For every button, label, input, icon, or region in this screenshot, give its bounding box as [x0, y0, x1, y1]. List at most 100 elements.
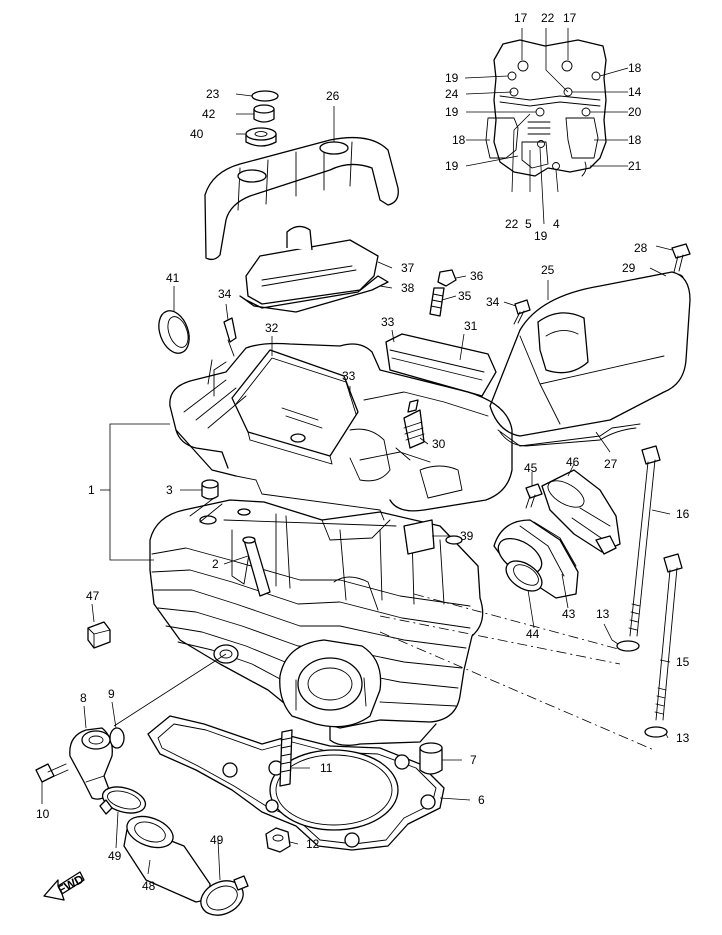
callout-19: 19 — [445, 159, 459, 173]
washer-stack — [245, 90, 279, 147]
callout-44: 44 — [526, 627, 540, 641]
callout-15: 15 — [676, 655, 690, 669]
cylinder-head-top — [169, 342, 513, 521]
o-ring-9 — [109, 727, 125, 749]
callout-2: 2 — [212, 557, 219, 571]
callout-20: 20 — [628, 105, 642, 119]
callout-48: 48 — [142, 879, 156, 893]
seal-ring — [158, 310, 190, 354]
callout-27: 27 — [604, 457, 618, 471]
insulator-44 — [505, 560, 543, 592]
callout-41: 41 — [166, 271, 180, 285]
callout-37: 37 — [401, 261, 415, 275]
callout-8: 8 — [80, 691, 87, 705]
cylinder-head-body — [149, 497, 484, 746]
callout-38: 38 — [401, 281, 415, 295]
dowel-7 — [419, 742, 443, 775]
callout-5: 5 — [525, 217, 532, 231]
callout-13: 13 — [676, 731, 690, 745]
callout-35: 35 — [458, 289, 472, 303]
clamp-49-upper — [99, 786, 147, 815]
callout-17: 17 — [514, 11, 528, 25]
dowel-3 — [201, 479, 219, 500]
bolt-34-right — [513, 299, 531, 325]
clamp-49-lower — [200, 875, 249, 916]
callout-18: 18 — [628, 61, 642, 75]
callout-13: 13 — [596, 607, 610, 621]
callout-26: 26 — [326, 89, 340, 103]
callout-36: 36 — [470, 269, 484, 283]
callout-11: 11 — [320, 761, 333, 775]
callout-19: 19 — [534, 229, 548, 243]
callout-1: 1 — [88, 483, 95, 497]
fwd-arrow: FWD — [43, 871, 86, 901]
callout-19: 19 — [445, 71, 459, 85]
bolt-16 — [628, 445, 661, 637]
block-47 — [87, 621, 111, 649]
callout-23: 23 — [206, 87, 220, 101]
bracket-1 — [109, 423, 170, 561]
callout-25: 25 — [541, 263, 555, 277]
nut-36 — [437, 269, 457, 287]
callout-42: 42 — [202, 107, 216, 121]
alignment-line-lower — [379, 631, 655, 751]
callout-14: 14 — [628, 85, 642, 99]
hose-48 — [123, 815, 211, 903]
callout-31: 31 — [464, 319, 478, 333]
callout-33: 33 — [381, 315, 395, 329]
breather-cover — [239, 225, 389, 313]
rocker-box-32 — [231, 349, 359, 465]
callout-33: 33 — [342, 369, 356, 383]
intake-pipe — [493, 469, 621, 599]
callout-18: 18 — [628, 133, 642, 147]
stud-11 — [279, 729, 293, 787]
right-head-cover — [489, 271, 691, 447]
gasket-27 — [499, 427, 637, 447]
alignment-line-mid — [413, 593, 623, 651]
callout-16: 16 — [676, 507, 690, 521]
cover-plate-31 — [385, 333, 497, 397]
callout-45: 45 — [524, 461, 538, 475]
callout-18: 18 — [452, 133, 466, 147]
alignment-line-upper — [379, 615, 621, 665]
callout-40: 40 — [190, 127, 204, 141]
spark-plug — [395, 399, 425, 461]
callout-30: 30 — [432, 437, 446, 451]
leader-lines — [41, 28, 673, 881]
top-shroud — [204, 136, 399, 261]
bolt-45 — [525, 483, 543, 509]
callout-34: 34 — [486, 295, 500, 309]
callout-43: 43 — [562, 607, 576, 621]
callout-21: 21 — [628, 159, 642, 173]
callout-34: 34 — [218, 287, 232, 301]
callout-3: 3 — [166, 483, 173, 497]
head-gasket — [147, 715, 445, 851]
bolt-28 — [671, 243, 691, 273]
callout-9: 9 — [108, 687, 115, 701]
bolt-15 — [654, 553, 683, 721]
stud-35 — [429, 287, 445, 317]
nut-12 — [265, 827, 291, 853]
callout-28: 28 — [634, 241, 648, 255]
callout-10: 10 — [36, 807, 50, 821]
washer-13-lower — [644, 726, 668, 738]
washer-13-upper — [616, 640, 640, 652]
callout-32: 32 — [265, 321, 279, 335]
callout-6: 6 — [478, 793, 485, 807]
callout-29: 29 — [622, 261, 636, 275]
union-guide-line — [113, 653, 227, 727]
callout-22: 22 — [541, 11, 555, 25]
stud-2 — [242, 536, 271, 597]
callout-39: 39 — [460, 529, 474, 543]
callout-46: 46 — [566, 455, 580, 469]
callout-17: 17 — [563, 11, 577, 25]
callout-12: 12 — [306, 837, 320, 851]
inset-gasket-plate — [485, 39, 607, 177]
callout-47: 47 — [86, 589, 100, 603]
callout-22: 22 — [505, 217, 519, 231]
bolt-34-left — [223, 317, 237, 357]
union-8 — [69, 727, 113, 800]
callout-24: 24 — [445, 87, 459, 101]
